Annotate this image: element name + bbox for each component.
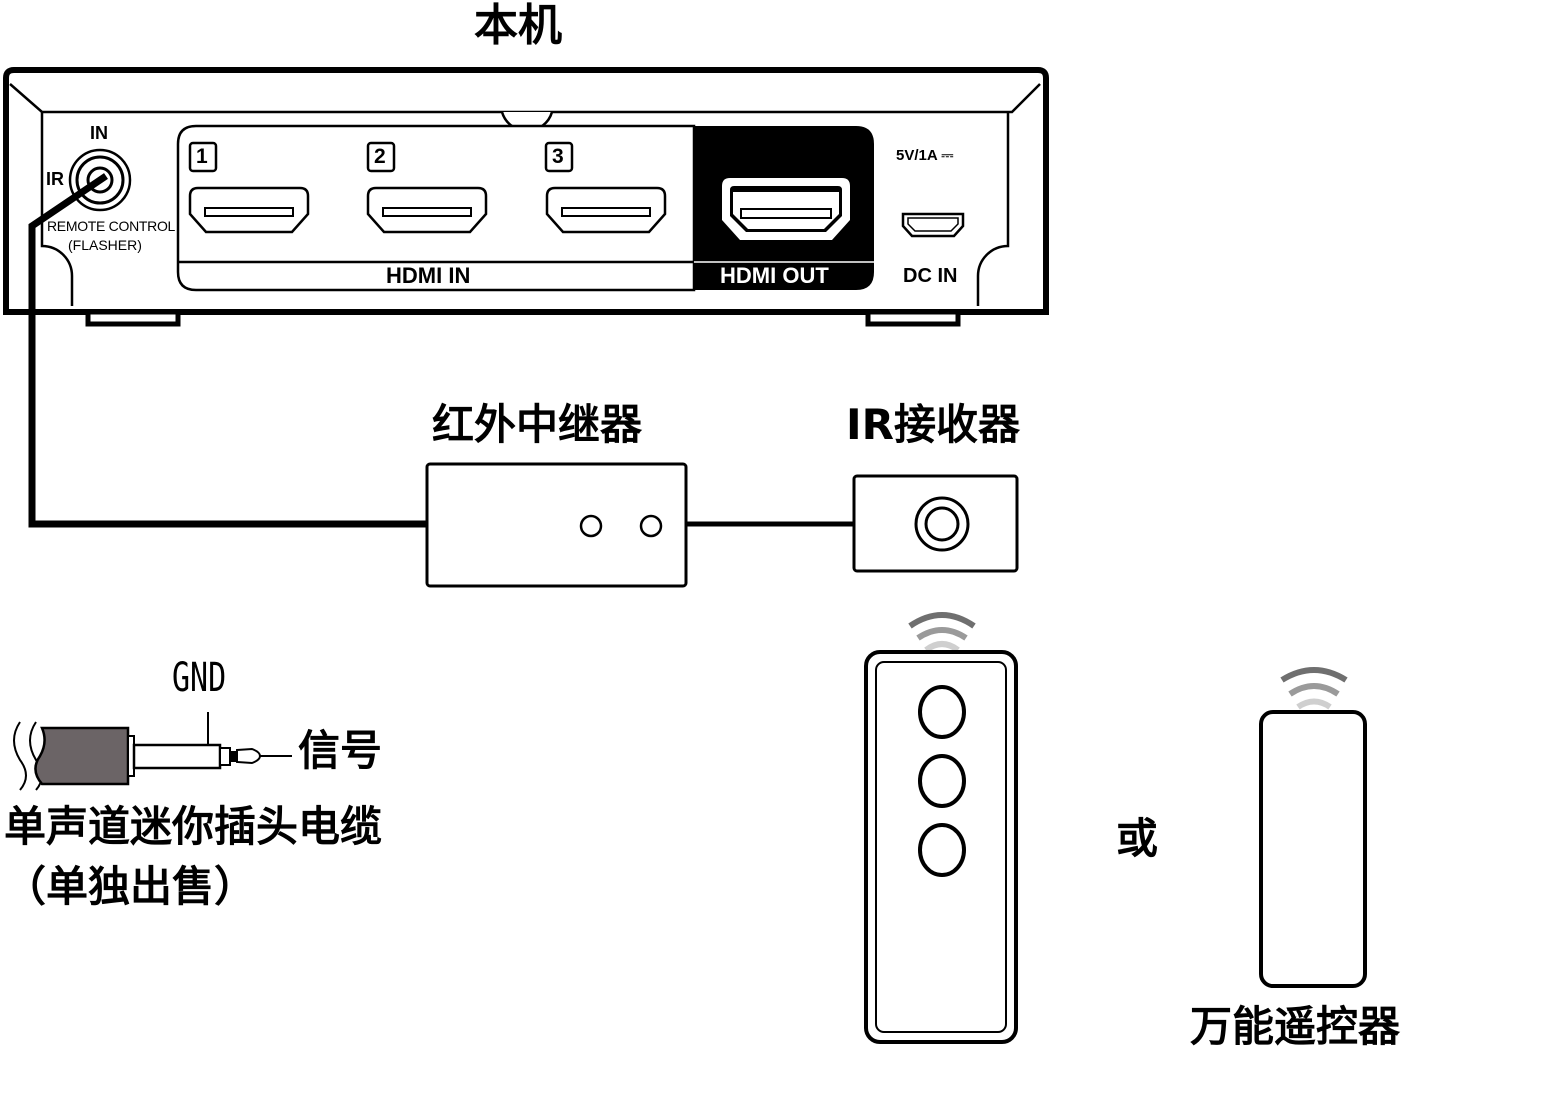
remote-control-icon [864, 612, 1018, 1044]
ir-repeater-box [425, 462, 688, 588]
dc-in-label: DC IN [903, 265, 958, 287]
or-label: 或 [1116, 814, 1159, 863]
hdmi-port-number-2: 2 [374, 145, 386, 168]
ir-label: IR [46, 169, 64, 189]
ir-cable [28, 173, 428, 528]
dc-rating-label: 5V/1A ⎓ [896, 148, 953, 163]
hdmi-in-label: HDMI IN [386, 263, 471, 288]
ir-in-label: IN [90, 123, 108, 143]
hdmi-port-number-1: 1 [196, 145, 208, 168]
gnd-label: GND [172, 655, 227, 701]
device-title: 本机 [474, 0, 562, 51]
hdmi-in-group [176, 124, 696, 292]
signal-label: 信号 [298, 726, 383, 775]
ir-receiver-label: IR接收器 [846, 400, 1020, 449]
flasher-label: (FLASHER) [68, 237, 142, 253]
ir-signal-waves-icon [1280, 667, 1348, 710]
sold-separately-label: （单独出售） [4, 862, 257, 911]
dc-rating-value: 5V/1A [896, 147, 938, 164]
hdmi-out-label: HDMI OUT [720, 263, 829, 288]
micro-usb-port-icon [901, 212, 965, 238]
ir-repeater-label: 红外中继器 [432, 400, 643, 449]
hdmi-port-icon [188, 186, 310, 234]
hdmi-out-block [694, 126, 874, 290]
universal-remote-icon [1259, 667, 1367, 988]
mono-mini-plug-icon [13, 712, 292, 791]
dc-symbol-icon: ⎓ [941, 147, 954, 164]
universal-remote-label: 万能遥控器 [1190, 1002, 1401, 1051]
hdmi-port-icon [545, 186, 667, 234]
hdmi-port-icon [366, 186, 488, 234]
ir-signal-waves-icon [908, 612, 976, 653]
ir-receiver-box [852, 474, 1019, 573]
cable-name-label: 单声道迷你插头电缆 [4, 802, 383, 851]
remote-control-label: REMOTE CONTROL [47, 218, 176, 234]
hdmi-port-number-3: 3 [552, 145, 564, 168]
